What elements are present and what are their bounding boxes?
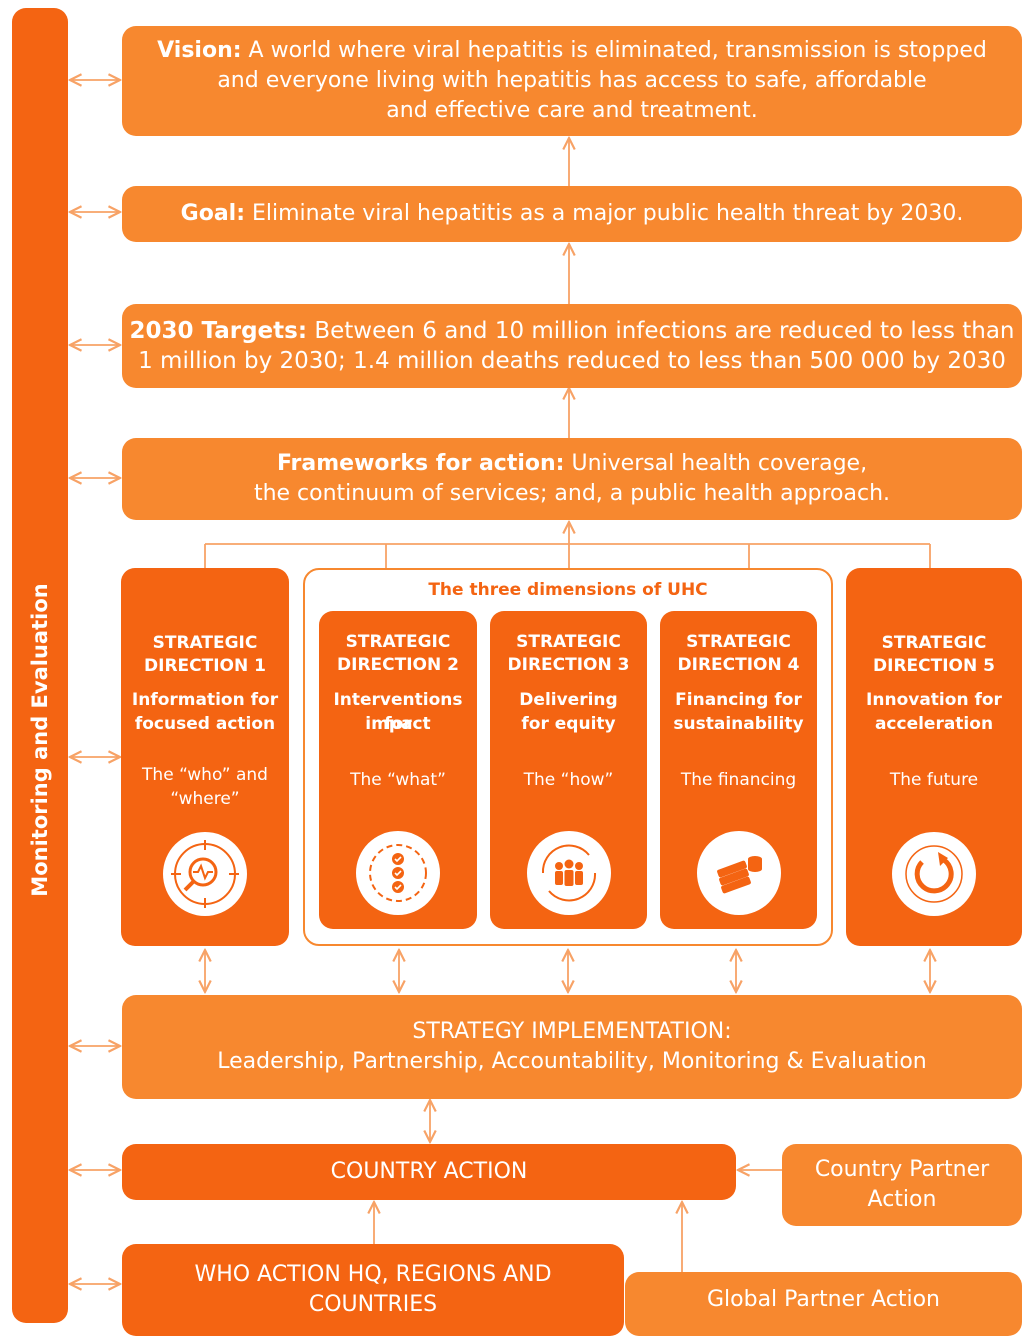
frameworks-text-line1: Universal health coverage,	[571, 451, 868, 476]
sd5-sub1: Innovation for	[866, 690, 1002, 710]
strategic-direction-2: STRATEGIC DIRECTION 2 Interventions for …	[319, 611, 477, 929]
who-action-line2: COUNTRIES	[308, 1292, 438, 1317]
country-action-label: COUNTRY ACTION	[330, 1159, 528, 1184]
sd5-head1: STRATEGIC	[881, 633, 987, 653]
sd4-sub1: Financing for	[675, 690, 802, 710]
frameworks-box: Frameworks for action: Universal health …	[122, 438, 1022, 520]
sd5-role1: The future	[889, 770, 979, 790]
targets-text-line2: 1 million by 2030; 1.4 million deaths re…	[138, 348, 1006, 374]
country-action-box: COUNTRY ACTION	[122, 1144, 736, 1200]
country-partner-line1: Country Partner	[814, 1157, 990, 1182]
sd1-sub2: focused action	[134, 714, 276, 734]
vision-box: Vision: A world where viral hepatitis is…	[122, 26, 1022, 136]
strategic-direction-3: STRATEGIC DIRECTION 3 Delivering for equ…	[490, 611, 647, 929]
sd1-sub1: Information for	[131, 690, 279, 710]
strategy-implementation-box: STRATEGY IMPLEMENTATION: Leadership, Par…	[122, 995, 1022, 1099]
country-partner-action-box: Country Partner Action	[782, 1144, 1022, 1226]
checklist-icon	[356, 831, 440, 915]
uhc-dimensions-title: The three dimensions of UHC	[428, 580, 708, 600]
sd4-sub2: sustainability	[673, 714, 804, 734]
sd1-head2: DIRECTION 1	[144, 656, 266, 676]
vision-text-line1: A world where viral hepatitis is elimina…	[248, 38, 987, 63]
target-search-icon	[163, 832, 247, 916]
sd2-sub1: Interventions for	[333, 690, 463, 734]
money-icon	[696, 831, 781, 915]
goal-label: Goal:	[180, 201, 245, 226]
monitoring-evaluation-bar	[12, 8, 68, 1323]
targets-label: 2030 Targets:	[129, 318, 308, 344]
sd3-sub2: for equity	[521, 714, 616, 734]
global-partner-action-box: Global Partner Action	[625, 1272, 1022, 1336]
goal-text: Eliminate viral hepatitis as a major pub…	[252, 201, 964, 226]
sd4-role1: The financing	[680, 770, 797, 790]
frameworks-text-line2: the continuum of services; and, a public…	[253, 481, 891, 506]
implementation-line1: STRATEGY IMPLEMENTATION:	[412, 1019, 732, 1044]
strategic-direction-4: STRATEGIC DIRECTION 4 Financing for sust…	[660, 611, 817, 929]
strategic-direction-1: STRATEGIC DIRECTION 1 Information for fo…	[121, 568, 289, 946]
sd5-head2: DIRECTION 5	[873, 656, 995, 676]
vision-text-line2: and everyone living with hepatitis has a…	[217, 68, 927, 93]
sd2-sub2: impact	[365, 714, 431, 734]
sd1-role1: The “who” and	[142, 765, 268, 785]
frameworks-label: Frameworks for action:	[276, 451, 565, 476]
connector-lines	[0, 0, 1007, 1323]
sd4-head1: STRATEGIC	[686, 632, 791, 652]
targets-box: 2030 Targets: Between 6 and 10 million i…	[122, 304, 1022, 388]
vision-text-line3: and effective care and treatment.	[386, 98, 758, 123]
vision-label: Vision:	[157, 38, 242, 63]
sd2-head2: DIRECTION 2	[337, 655, 459, 675]
sd3-head2: DIRECTION 3	[507, 655, 630, 675]
refresh-arrow-icon	[892, 832, 976, 916]
sd3-sub1: Delivering	[519, 690, 618, 710]
country-partner-line2: Action	[867, 1187, 937, 1212]
sd4-head2: DIRECTION 4	[677, 655, 800, 675]
who-action-box: WHO ACTION HQ, REGIONS AND COUNTRIES	[122, 1244, 624, 1336]
global-partner-label: Global Partner Action	[706, 1287, 941, 1312]
sd5-sub2: acceleration	[874, 714, 994, 734]
who-action-line1: WHO ACTION HQ, REGIONS AND	[194, 1262, 552, 1287]
implementation-line2: Leadership, Partnership, Accountability,…	[217, 1049, 927, 1074]
goal-box: Goal: Eliminate viral hepatitis as a maj…	[122, 186, 1022, 242]
sd2-head1: STRATEGIC	[345, 632, 451, 652]
sd1-head1: STRATEGIC	[152, 633, 258, 653]
sd2-role1: The “what”	[350, 770, 446, 790]
sd3-role1: The “how”	[523, 770, 614, 790]
targets-text-line1: Between 6 and 10 million infections are …	[314, 318, 1015, 344]
sd1-role2: “where”	[170, 789, 240, 809]
sd3-head1: STRATEGIC	[516, 632, 621, 652]
strategic-direction-5: STRATEGIC DIRECTION 5 Innovation for acc…	[846, 568, 1022, 946]
people-cycle-icon	[526, 831, 611, 915]
